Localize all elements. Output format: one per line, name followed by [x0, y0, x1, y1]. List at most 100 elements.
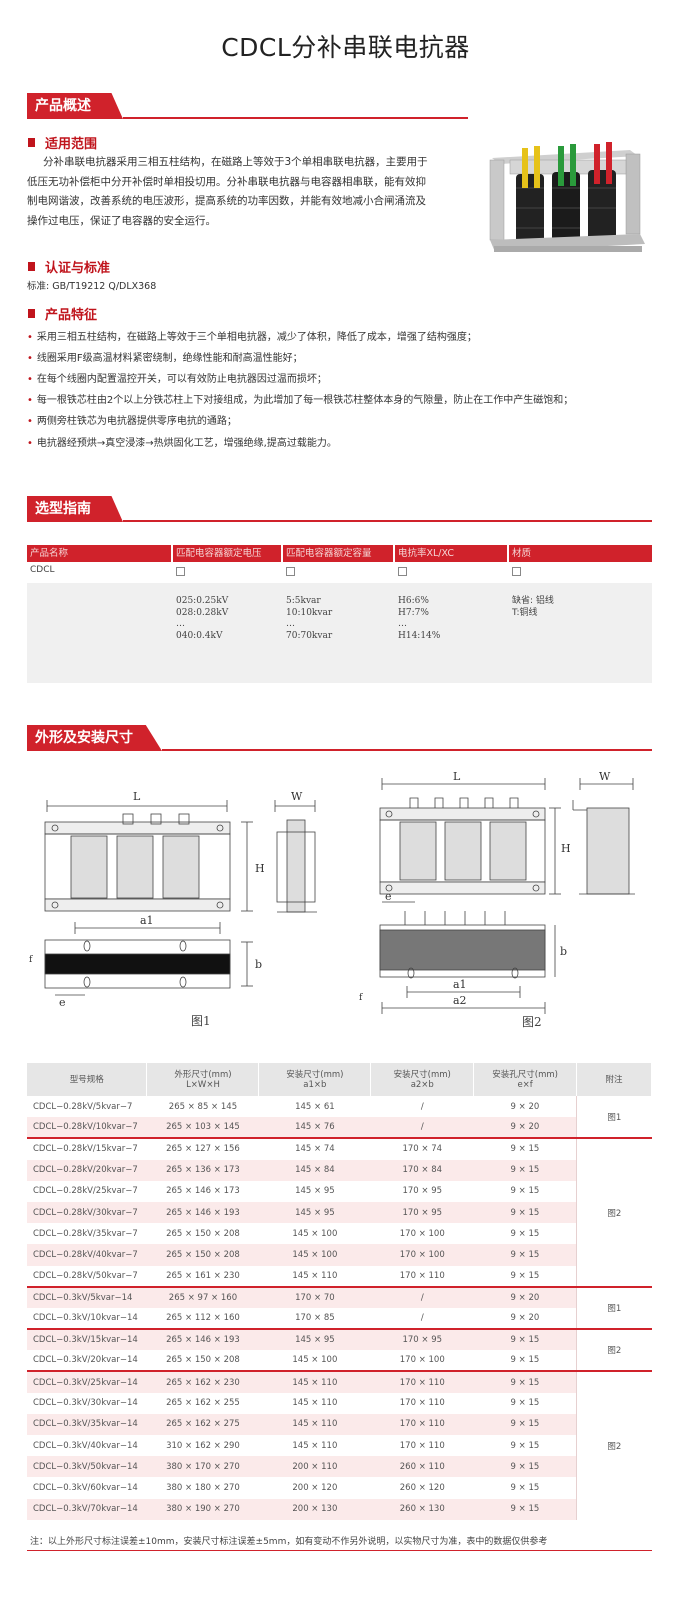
table-cell-model: CDCL−0.3kV/40kvar−14	[33, 1440, 138, 1451]
table-cell-ef: 9 × 15	[473, 1456, 577, 1478]
table-cell-lwh: 265 × 150 × 208	[166, 1355, 240, 1366]
dimension-table: 型号规格 外形尺寸(mm) L×W×H 安装尺寸(mm) a1×b 安装尺寸(m…	[27, 1063, 652, 1520]
table-cell-a1b: 145 × 74	[258, 1137, 371, 1160]
table-cell-ef: 9 × 15	[473, 1137, 577, 1160]
table-cell-a1b: 145 × 100	[258, 1244, 371, 1266]
table-cell-model: CDCL−0.3kV/15kvar−14	[27, 1328, 147, 1351]
figure-2-drawing: L W H e b a1 a2 f 图2	[359, 770, 635, 1029]
section-dimension-header: 外形及安装尺寸	[27, 725, 652, 751]
bullet-square-icon	[28, 138, 35, 147]
table-cell-model: CDCL−0.28kV/5kvar−7	[33, 1101, 133, 1112]
table-cell-model: CDCL−0.3kV/25kvar−14	[27, 1370, 147, 1393]
table-cell-lwh: 265 × 162 × 275	[146, 1413, 259, 1435]
voltage-options: 025:0.25kV 028:0.28kV … 040:0.4kV	[176, 596, 229, 641]
dim-label-L: L	[133, 790, 141, 803]
table-cell-lwh: 265 × 162 × 230	[146, 1370, 259, 1393]
section-divider	[123, 520, 652, 522]
figure-1-drawing: L W H a1 b e f 图1	[29, 790, 317, 1028]
table-cell-note: 图2	[576, 1137, 652, 1287]
table-cell-a1b: 145 × 95	[258, 1201, 371, 1224]
table-cell-lwh: 265 × 97 × 160	[146, 1285, 259, 1308]
bullet-square-icon	[28, 262, 35, 271]
section-label: 外形及安装尺寸	[27, 725, 162, 751]
table-cell-a2b: 170 × 110	[399, 1270, 445, 1281]
selection-col-header: 材质	[509, 545, 652, 562]
dim-label-W: W	[599, 770, 611, 783]
material-checkbox[interactable]	[512, 567, 521, 576]
dim-label-a2: a2	[453, 994, 467, 1007]
table-cell-a2b: 170 × 100	[399, 1228, 445, 1239]
table-cell-model: CDCL−0.28kV/20kvar−7	[27, 1159, 147, 1181]
dim-label-b: b	[255, 958, 262, 971]
reactance-checkbox[interactable]	[398, 567, 407, 576]
table-cell-model: CDCL−0.28kV/10kvar−7	[27, 1117, 147, 1139]
voltage-checkbox[interactable]	[176, 567, 185, 576]
table-cell-a1b: 145 × 76	[258, 1117, 371, 1139]
table-cell-a2b: 170 × 110	[370, 1413, 474, 1435]
table-cell-a1b: 145 × 95	[295, 1186, 335, 1197]
capacity-checkbox[interactable]	[286, 567, 295, 576]
feature-heading: 产品特征	[28, 304, 97, 323]
dim-label-f: f	[29, 955, 33, 965]
table-cell-ef: 9 × 20	[510, 1101, 540, 1112]
feature-item: 两侧旁柱铁芯为电抗器提供零序电抗的通路；	[27, 412, 237, 427]
table-cell-model: CDCL−0.3kV/10kvar−14	[33, 1312, 138, 1323]
table-cell-a1b: 170 × 70	[258, 1285, 371, 1308]
dim-label-L: L	[453, 770, 461, 783]
table-cell-a2b: 170 × 100	[370, 1244, 474, 1266]
dim-label-a1: a1	[453, 978, 467, 991]
table-cell-ef: 9 × 15	[510, 1440, 540, 1451]
figure-1-caption: 图1	[191, 1014, 211, 1028]
table-cell-ef: 9 × 15	[510, 1355, 540, 1366]
table-cell-a2b: 260 × 110	[370, 1456, 474, 1478]
table-cell-a2b: /	[370, 1285, 474, 1308]
selection-col-header: 匹配电容器额定电压	[173, 545, 281, 562]
table-cell-a2b: 170 × 110	[399, 1398, 445, 1409]
table-cell-lwh: 380 × 180 × 270	[166, 1482, 240, 1493]
table-cell-a2b: 260 × 120	[399, 1482, 445, 1493]
table-cell-model: CDCL−0.28kV/50kvar−7	[33, 1270, 138, 1281]
table-cell-a1b: 200 × 120	[292, 1482, 338, 1493]
table-cell-a1b: 200 × 130	[258, 1498, 371, 1520]
table-cell-lwh: 265 × 85 × 145	[168, 1101, 238, 1112]
cert-standard-text: 标准: GB/T19212 Q/DLX368	[27, 281, 157, 292]
table-header-row: 型号规格 外形尺寸(mm) L×W×H 安装尺寸(mm) a1×b 安装尺寸(m…	[27, 1063, 652, 1096]
table-col-header: 安装尺寸(mm) a2×b	[370, 1063, 475, 1096]
table-cell-model: CDCL−0.3kV/50kvar−14	[27, 1456, 147, 1478]
table-cell-a2b: 170 × 110	[370, 1370, 474, 1393]
dim-label-H: H	[255, 862, 265, 875]
feature-item: 在每个线圈内配置温控开关，可以有效防止电抗器因过温而损坏；	[27, 370, 327, 385]
table-cell-model: CDCL−0.3kV/35kvar−14	[27, 1413, 147, 1435]
table-cell-a1b: 145 × 110	[292, 1440, 338, 1451]
table-cell-a2b: 170 × 110	[399, 1440, 445, 1451]
table-cell-lwh: 265 × 112 × 160	[166, 1312, 240, 1323]
table-col-header: 附注	[576, 1063, 652, 1096]
table-cell-ef: 9 × 20	[473, 1285, 577, 1308]
table-cell-ef: 9 × 15	[473, 1244, 577, 1266]
selection-col-header: 匹配电容器额定容量	[283, 545, 393, 562]
section-divider	[162, 749, 652, 751]
table-cell-a2b: /	[420, 1312, 424, 1323]
table-cell-a1b: 145 × 110	[292, 1270, 338, 1281]
dim-label-a1: a1	[140, 914, 154, 927]
selection-col-header: 产品名称	[27, 545, 171, 562]
section-overview-header: 产品概述	[27, 93, 652, 119]
table-cell-model: CDCL−0.28kV/35kvar−7	[33, 1228, 138, 1239]
selection-options-panel	[27, 583, 652, 683]
table-cell-ef: 9 × 20	[510, 1312, 540, 1323]
reactance-options: H6:6% H7:7% … H14:14%	[398, 596, 441, 641]
